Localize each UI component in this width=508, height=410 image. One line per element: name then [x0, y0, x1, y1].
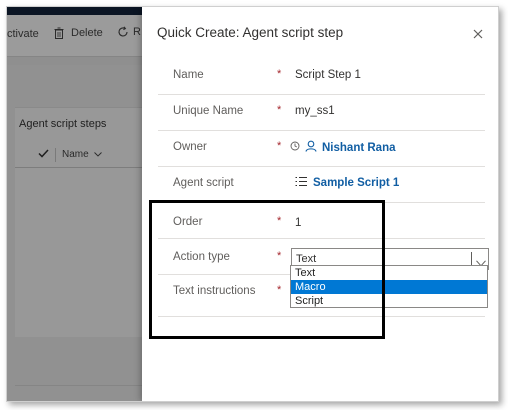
- agent-script-label: Agent script: [173, 177, 234, 189]
- action-type-options-list: Text Macro Script: [290, 265, 488, 308]
- required-marker: *: [277, 215, 282, 227]
- refresh-label: R: [133, 26, 141, 38]
- command-bar: ctivate Delete R: [7, 15, 142, 57]
- text-instructions-label: Text instructions: [173, 285, 256, 297]
- deactivate-button[interactable]: ctivate: [7, 28, 39, 40]
- option-macro[interactable]: Macro: [291, 280, 487, 294]
- quick-create-panel: Quick Create: Agent script step Name * S…: [142, 7, 498, 401]
- person-icon: [305, 140, 317, 155]
- column-header-name[interactable]: Name: [62, 149, 103, 160]
- refresh-button[interactable]: R: [117, 26, 141, 38]
- order-input[interactable]: 1: [295, 217, 302, 229]
- delete-label: Delete: [71, 27, 103, 39]
- close-button[interactable]: [470, 27, 486, 43]
- delete-button[interactable]: Delete: [54, 27, 103, 39]
- app-top-bar: [7, 7, 142, 15]
- owner-name-link[interactable]: Nishant Rana: [322, 141, 396, 154]
- required-marker: *: [277, 140, 282, 152]
- close-icon: [473, 26, 483, 44]
- name-input[interactable]: Script Step 1: [295, 69, 361, 81]
- action-type-selected-value: Text: [296, 253, 317, 265]
- name-label: Name: [173, 69, 204, 81]
- trash-icon: [54, 27, 64, 39]
- background-app: ctivate Delete R Agent script steps: [7, 7, 142, 401]
- option-script[interactable]: Script: [295, 295, 324, 307]
- option-text[interactable]: Text: [295, 267, 316, 279]
- subgrid-header: Name: [15, 142, 142, 168]
- panel-title: Quick Create: Agent script step: [157, 25, 344, 40]
- chevron-down-icon: [94, 149, 103, 160]
- refresh-icon: [117, 26, 129, 38]
- field-row-name: Name * Script Step 1: [158, 59, 485, 95]
- action-type-label: Action type: [173, 251, 230, 263]
- subgrid-bottom-line: [15, 385, 142, 386]
- field-row-unique-name: Unique Name * my_ss1: [158, 95, 485, 131]
- field-row-owner: Owner * Nishant Rana: [158, 131, 485, 167]
- subgrid-agent-script-steps: Agent script steps Name: [15, 107, 142, 386]
- unique-name-input[interactable]: my_ss1: [295, 105, 335, 117]
- screenshot-frame: ctivate Delete R Agent script steps: [6, 6, 499, 402]
- deactivate-label: ctivate: [7, 28, 39, 40]
- script-list-icon: [295, 176, 308, 190]
- select-divider: [471, 252, 472, 266]
- select-all-checkmark-icon[interactable]: [38, 149, 49, 161]
- field-row-agent-script: Agent script Sample Script 1: [158, 167, 485, 203]
- field-row-order: Order * 1: [158, 203, 485, 239]
- owner-lookup-value[interactable]: Nishant Rana: [290, 140, 396, 155]
- column-divider: [55, 148, 56, 162]
- unique-name-label: Unique Name: [173, 105, 244, 117]
- clock-icon: [290, 141, 300, 154]
- required-marker: *: [277, 284, 282, 296]
- order-label: Order: [173, 216, 203, 228]
- agent-script-link[interactable]: Sample Script 1: [313, 177, 400, 189]
- required-marker: *: [277, 250, 282, 262]
- required-marker: *: [277, 68, 282, 80]
- required-marker: *: [277, 104, 282, 116]
- agent-script-lookup-value[interactable]: Sample Script 1: [295, 176, 399, 190]
- subgrid-title: Agent script steps: [19, 118, 107, 130]
- owner-label: Owner: [173, 141, 207, 153]
- field-row-text-instructions: Text instructions *: [158, 275, 485, 317]
